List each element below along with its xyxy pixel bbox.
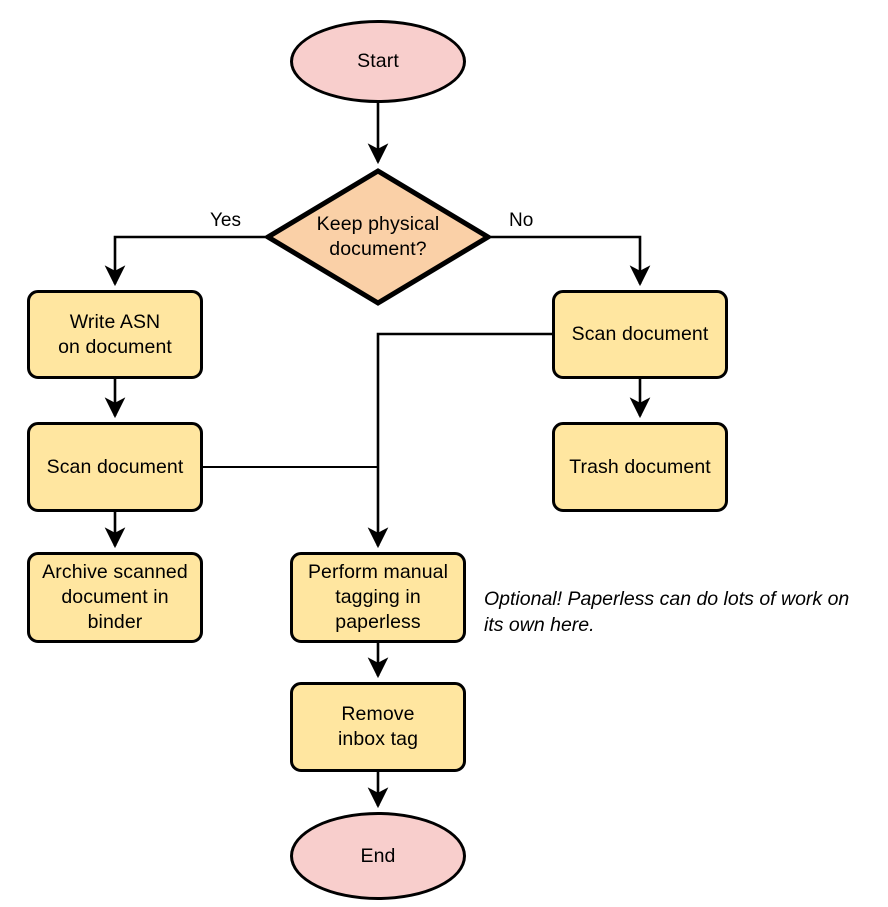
optional-note: Optional! Paperless can do lots of work … [484, 588, 850, 636]
edge-label-no: No [509, 210, 534, 231]
node-write-asn-on-document[interactable]: Write ASN on document [27, 290, 203, 379]
node-keep-physical-document-label: Keep physical document? [316, 213, 440, 260]
node-trash-document[interactable]: Trash document [552, 422, 728, 512]
node-trash-document-label: Trash document [569, 455, 711, 478]
node-end-label: End [360, 844, 396, 867]
node-archive-scanned-document-in-binder-label: Archive scanned document in binder [42, 561, 188, 633]
node-perform-manual-tagging-in-paperless-label: Perform manual tagging in paperless [307, 561, 449, 633]
node-end[interactable]: End [290, 812, 466, 900]
edge-keep-to-scan-right [491, 235, 651, 287]
edge-keep-to-write-asn [104, 235, 265, 287]
node-remove-inbox-tag-label: Remove inbox tag [337, 703, 419, 750]
edge-label-yes: Yes [210, 210, 241, 231]
node-remove-inbox-tag[interactable]: Remove inbox tag [290, 682, 466, 772]
node-write-asn-on-document-label: Write ASN on document [58, 310, 172, 358]
node-scan-document-left[interactable]: Scan document [27, 422, 203, 512]
edge-scan-right-to-tagging [367, 332, 552, 549]
node-scan-document-right[interactable]: Scan document [552, 290, 728, 379]
node-start[interactable]: Start [290, 20, 466, 103]
node-start-label: Start [357, 50, 399, 72]
node-keep-physical-document[interactable]: Keep physical document? [265, 168, 491, 306]
node-scan-document-left-label: Scan document [46, 455, 184, 478]
diamond-shape [265, 168, 491, 306]
node-perform-manual-tagging-in-paperless[interactable]: Perform manual tagging in paperless [290, 552, 466, 643]
node-scan-document-right-label: Scan document [571, 323, 709, 345]
node-archive-scanned-document-in-binder[interactable]: Archive scanned document in binder [27, 552, 203, 643]
